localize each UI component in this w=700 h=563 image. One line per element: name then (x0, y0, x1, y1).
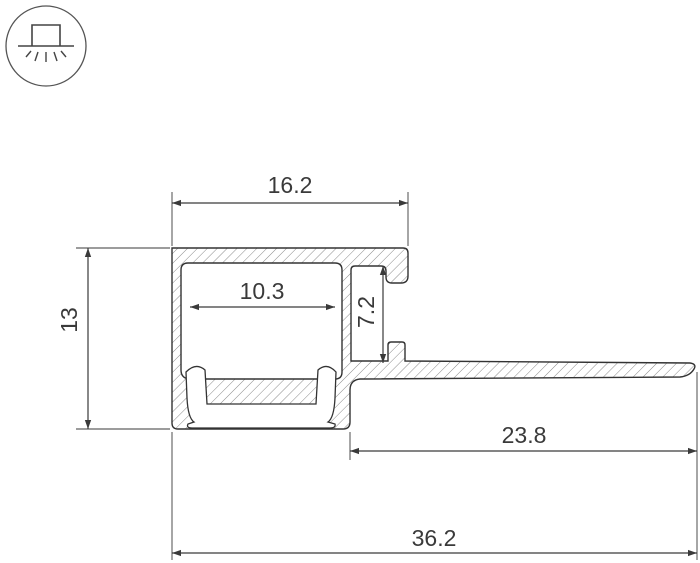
dim-outer-width: 16.2 (268, 172, 313, 198)
dim-inner-width: 10.3 (240, 278, 285, 304)
dimension-labels: 16.2 10.3 13 7.2 23.8 36.2 (56, 172, 546, 551)
dimension-lines (84, 199, 697, 557)
surface-mount-light-icon (5, 5, 87, 87)
diffuser (185, 365, 337, 429)
aluminum-profile (171, 247, 696, 430)
dim-slot-height: 7.2 (353, 296, 379, 328)
dim-height: 13 (56, 307, 82, 333)
dim-flange-width: 23.8 (502, 422, 547, 448)
extension-lines (76, 192, 698, 560)
dim-total-width: 36.2 (412, 525, 457, 551)
